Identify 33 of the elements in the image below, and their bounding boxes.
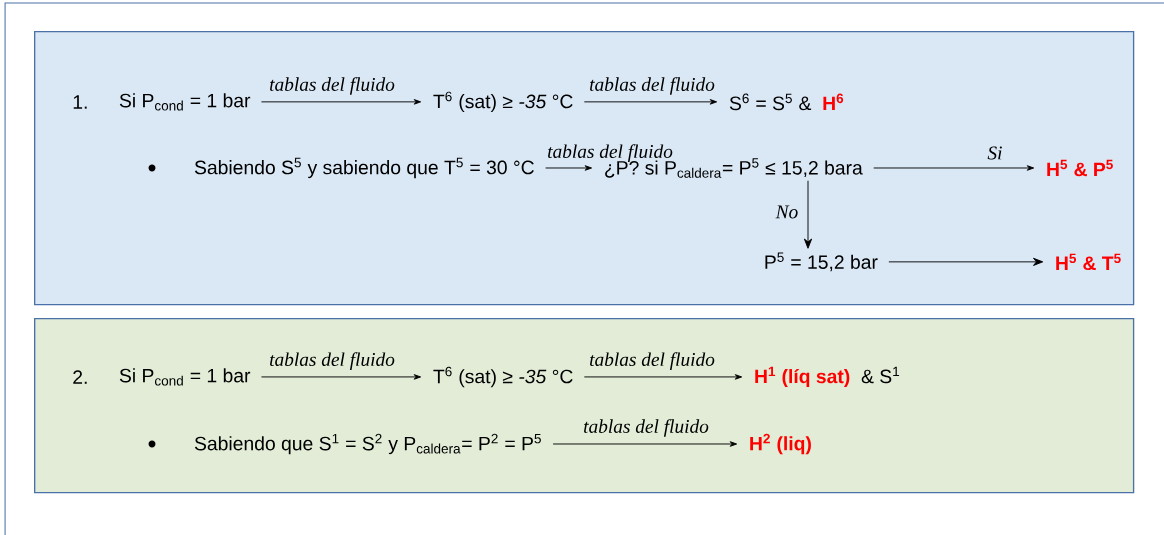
arrow bbox=[873, 165, 1035, 171]
arrow bbox=[261, 374, 422, 380]
panel bbox=[34, 318, 1135, 494]
formula-text: P$^{5}$ = 15,2 bar bbox=[765, 252, 878, 272]
formula-text: Si P$_{cond}$ = 1 bar bbox=[119, 93, 251, 111]
result-text: H$^{5}$ & P$^{5}$ bbox=[1047, 159, 1113, 177]
arrow bbox=[803, 180, 813, 249]
arrow bbox=[583, 99, 718, 105]
arrow bbox=[545, 165, 592, 171]
arrow bbox=[583, 374, 743, 380]
arrow bbox=[552, 441, 738, 447]
edge-label: Si bbox=[987, 146, 1002, 160]
result-text: H$^{2}$ (liq) bbox=[750, 433, 811, 455]
formula-text: T$^{6}$ (sat) ≥ -35 °C bbox=[433, 366, 573, 388]
edge-label: tablas del fluido bbox=[584, 419, 709, 437]
edge-label: tablas del fluido bbox=[590, 352, 715, 370]
item-number: 1. bbox=[73, 95, 87, 109]
formula-text: Sabiendo S$^{5}$ y sabiendo que T$^{5}$ = 30 °C bbox=[194, 157, 534, 179]
formula-text: S$^{6}$ = S$^{5}$ & H$^{6}$ bbox=[729, 93, 844, 111]
arrow bbox=[261, 99, 422, 105]
item-number: 2. bbox=[73, 370, 87, 384]
formula-text: T$^{6}$ (sat) ≥ -35 °C bbox=[433, 91, 573, 113]
edge-label: No bbox=[775, 205, 798, 219]
panel bbox=[34, 30, 1135, 306]
formula-text: Si P$_{cond}$ = 1 bar bbox=[119, 368, 251, 386]
edge-label: tablas del fluido bbox=[270, 352, 395, 370]
arrow bbox=[888, 257, 1044, 266]
formula-text: Sabiendo que S$^{1}$ = S$^{2}$ y P$_{caldera}$= P$^{2}$ = P$^{5}$ bbox=[194, 433, 541, 455]
edge-label: tablas del fluido bbox=[590, 77, 715, 95]
edge-label: tablas del fluido bbox=[270, 77, 395, 95]
edge-label: tablas del fluido bbox=[548, 144, 673, 162]
result-text: H$^{5}$ & T$^{5}$ bbox=[1056, 253, 1121, 271]
formula-text: H$^{1}$ (líq sat) & S$^{1}$ bbox=[755, 366, 900, 388]
